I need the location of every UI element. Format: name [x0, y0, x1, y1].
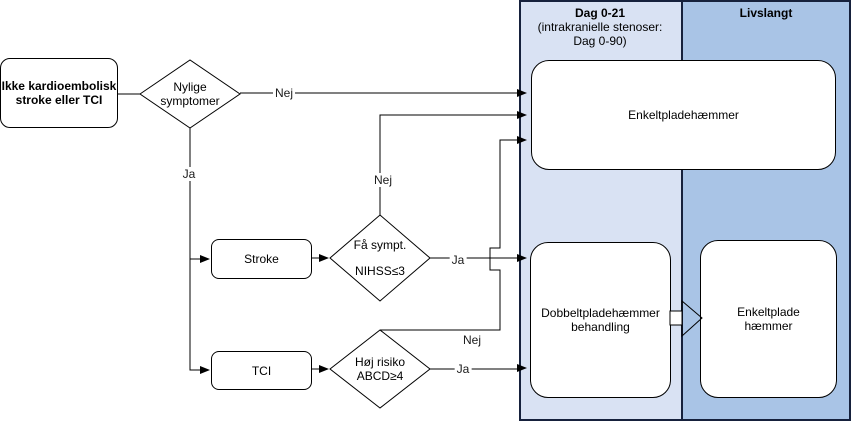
tci-node-label: TCI: [251, 363, 272, 378]
decision-few-symptoms-label: Få sympt. NIHSS≤3: [330, 215, 430, 301]
stroke-node: Stroke: [211, 239, 312, 279]
edge-label-risk-no: Nej: [460, 333, 484, 347]
dual-antiplatelet-label: Dobbeltpladehæmmer behandling: [541, 306, 660, 334]
column2-title: Livslangt: [739, 6, 793, 20]
decision-high-risk-label: Høj risiko ABCD≥4: [355, 355, 405, 383]
edge-label-recent-no: Nej: [272, 86, 296, 100]
edge-few-no: [379, 114, 517, 215]
single-antiplatelet-lifelong-label: Enkeltplade hæmmer: [737, 305, 800, 333]
tci-node: TCI: [211, 351, 312, 390]
decision-recent-symptoms-label: Nylige symptomer: [160, 80, 220, 108]
few-symptoms-line2: NIHSS≤3: [355, 264, 405, 278]
arrowhead-branch-stroke: [200, 255, 210, 263]
column1-title: Dag 0-21: [574, 6, 626, 20]
column1-header: Dag 0-21 (intrakranielle stenoser: Dag 0…: [519, 6, 681, 48]
arrowhead-branch-tci: [200, 366, 210, 374]
arrowhead-stroke-to-few: [319, 254, 329, 262]
single-antiplatelet-node: Enkeltpladehæmmer: [531, 60, 836, 170]
column2-header: Livslangt: [681, 6, 851, 20]
single-antiplatelet-lifelong-node: Enkeltplade hæmmer: [700, 240, 837, 398]
dual-antiplatelet-node: Dobbeltpladehæmmer behandling: [530, 242, 671, 398]
edge-recent-yes-trunk: [189, 128, 201, 371]
single-antiplatelet-label: Enkeltpladehæmmer: [628, 108, 739, 122]
edge-label-risk-yes: Ja: [454, 362, 472, 376]
few-symptoms-line1: Få sympt.: [353, 238, 407, 252]
column1-subtitle: (intrakranielle stenoser: Dag 0-90): [537, 20, 663, 48]
stroke-node-label: Stroke: [244, 252, 279, 266]
start-node: Ikke kardioembolisk stroke eller TCI: [0, 58, 118, 128]
edge-label-few-no: Nej: [371, 173, 395, 187]
edge-label-recent-yes: Ja: [180, 167, 198, 181]
edge-label-few-yes: Ja: [449, 253, 467, 267]
arrowhead-tci-to-risk: [319, 365, 329, 373]
start-node-label: Ikke kardioembolisk stroke eller TCI: [1, 79, 117, 107]
